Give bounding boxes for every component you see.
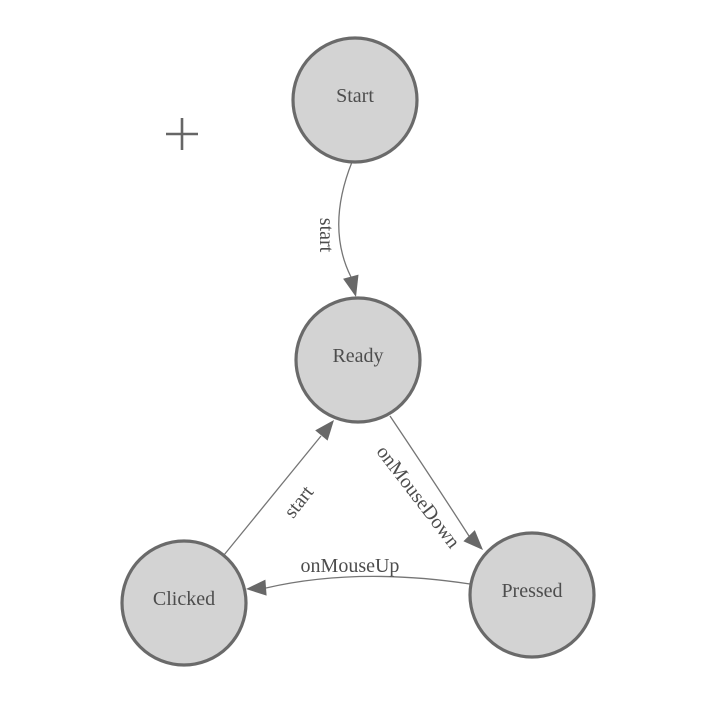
transition-clicked-to-ready: start [223, 420, 334, 556]
state-label-clicked: Clicked [153, 588, 215, 610]
state-node-pressed[interactable]: Pressed [468, 531, 596, 659]
arrowhead-icon [246, 579, 267, 596]
state-circle-ready[interactable] [294, 296, 422, 424]
transition-label-onmouseup[interactable]: onMouseUp [301, 555, 400, 577]
transition-label-start-2[interactable]: start [280, 481, 319, 522]
transition-clicked-to-ready-line[interactable] [223, 435, 322, 556]
crosshair-cursor-icon [166, 118, 198, 150]
transition-start-to-ready-line[interactable] [338, 161, 353, 278]
state-label-start: Start [336, 85, 374, 107]
state-circle-pressed[interactable] [468, 531, 596, 659]
state-circle-clicked[interactable] [120, 539, 248, 667]
state-label-pressed: Pressed [501, 580, 562, 602]
arrowhead-icon [343, 274, 359, 297]
transition-ready-to-pressed-line[interactable] [389, 415, 470, 537]
state-label-ready: Ready [332, 345, 383, 367]
transition-start-to-ready: start [315, 161, 359, 297]
transition-ready-to-pressed: onMouseDown [372, 415, 483, 553]
transition-label-start-1[interactable]: start [315, 218, 337, 253]
state-node-clicked[interactable]: Clicked [120, 539, 248, 667]
transition-pressed-to-clicked: onMouseUp [246, 555, 471, 596]
state-node-ready[interactable]: Ready [294, 296, 422, 424]
state-node-start[interactable]: Start [291, 36, 419, 164]
arrowhead-icon [463, 530, 483, 550]
state-circle-start[interactable] [291, 36, 419, 164]
transition-pressed-to-clicked-line[interactable] [265, 575, 471, 589]
arrowhead-icon [315, 420, 334, 441]
